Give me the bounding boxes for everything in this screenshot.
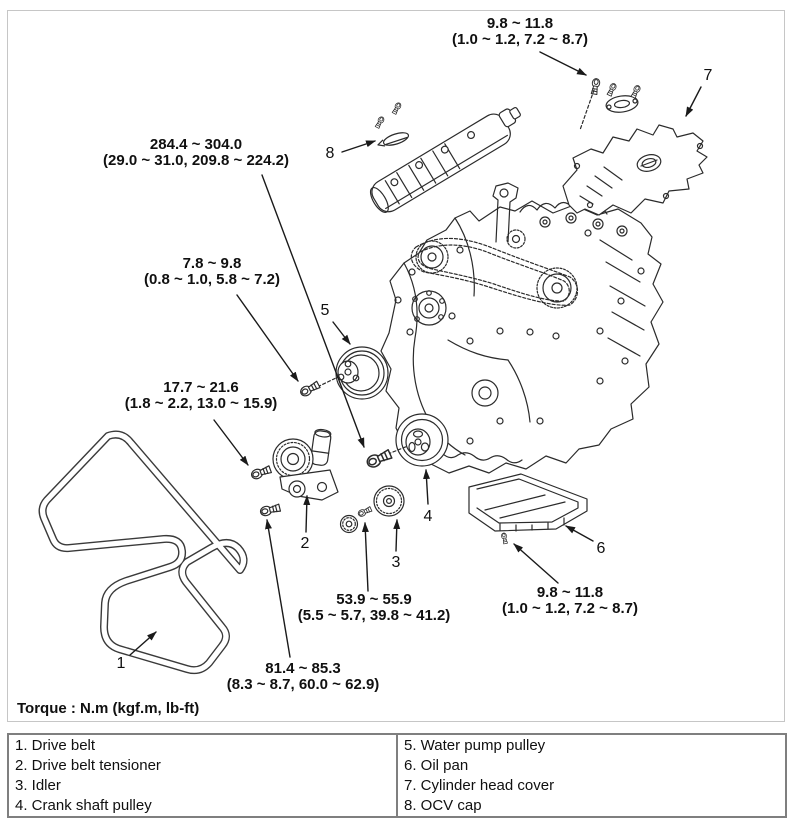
bolt-icon [374,115,386,130]
torque-value: 7.8 ~ 9.8 [182,255,242,272]
torque-value: 53.9 ~ 55.9 [336,591,412,608]
torque-label-head-cover: 9.8 ~ 11.8 (1.0 ~ 1.2, 7.2 ~ 8.7) [452,16,588,48]
cylinder-head-cover-drawing [562,77,708,216]
torque-value: 17.7 ~ 21.6 [163,379,239,396]
torque-label-crank-pulley: 284.4 ~ 304.0 (29.0 ~ 31.0, 209.8 ~ 224.… [103,137,289,169]
bolt-icon [606,82,618,97]
torque-alt-value: (8.3 ~ 8.7, 60.0 ~ 62.9) [226,676,380,693]
torque-alt-value: (1.0 ~ 1.2, 7.2 ~ 8.7) [502,600,638,617]
legend-item: 1. Drive belt [15,737,96,754]
torque-label-tensioner: 17.7 ~ 21.6 (1.8 ~ 2.2, 13.0 ~ 15.9) [125,380,278,412]
engine-block-drawing [380,182,664,474]
callout-crank-pulley: 4 [423,508,433,525]
bolt-icon [356,505,373,518]
legend-column-left: 1. Drive belt 2. Drive belt tensioner 3.… [9,735,396,816]
legend-item: 5. Water pump pulley [404,737,546,754]
torque-alt-value: (5.5 ~ 5.7, 39.8 ~ 41.2) [297,607,451,624]
torque-label-oil-pan: 9.8 ~ 11.8 (1.0 ~ 1.2, 7.2 ~ 8.7) [502,585,638,617]
idler-drawing [339,485,405,534]
legend-column-right: 5. Water pump pulley 6. Oil pan 7. Cylin… [396,735,785,816]
torque-alt-value: (29.0 ~ 31.0, 209.8 ~ 224.2) [103,152,289,169]
callout-ocv-cap: 8 [325,145,335,162]
crank-pulley-drawing [364,413,449,470]
torque-units-note: Torque : N.m (kgf.m, lb-ft) [17,700,200,717]
parts-legend-table: 1. Drive belt 2. Drive belt tensioner 3.… [7,733,787,818]
callout-idler: 3 [391,554,401,571]
torque-value: 9.8 ~ 11.8 [486,15,554,32]
legend-item: 3. Idler [15,777,61,794]
bolt-icon [298,379,322,399]
legend-item: 7. Cylinder head cover [404,777,555,794]
tensioner-drawing [249,428,339,518]
legend-item: 8. OCV cap [404,797,482,814]
legend-item: 4. Crank shaft pulley [15,797,152,814]
torque-value: 9.8 ~ 11.8 [536,584,604,601]
bolt-icon [364,447,394,470]
torque-label-water-pump: 7.8 ~ 9.8 (0.8 ~ 1.0, 5.8 ~ 7.2) [144,256,280,288]
bolt-icon [630,84,642,99]
figure-frame [7,10,785,722]
leader-lines [129,51,702,658]
callout-drive-belt: 1 [116,655,126,672]
torque-label-idler: 53.9 ~ 55.9 (5.5 ~ 5.7, 39.8 ~ 41.2) [298,592,451,624]
callout-water-pump: 5 [320,302,330,319]
bolt-icon [500,532,509,545]
ocv-cap-drawing [369,101,521,213]
torque-alt-value: (1.8 ~ 2.2, 13.0 ~ 15.9) [124,395,278,412]
torque-alt-value: (0.8 ~ 1.0, 5.8 ~ 7.2) [144,271,280,288]
drive-belt-drawing [38,430,248,675]
bolt-icon [589,77,601,96]
bolt-icon [249,464,273,481]
engine-diagram [38,51,708,675]
torque-value: 81.4 ~ 85.3 [265,660,341,677]
oil-pan-drawing [468,473,588,545]
torque-alt-value: (1.0 ~ 1.2, 7.2 ~ 8.7) [452,31,588,48]
bolt-icon [258,502,282,518]
legend-item: 2. Drive belt tensioner [15,757,161,774]
torque-value: 284.4 ~ 304.0 [149,136,243,153]
torque-label-tensioner-pivot: 81.4 ~ 85.3 (8.3 ~ 8.7, 60.0 ~ 62.9) [227,661,380,693]
legend-item: 6. Oil pan [404,757,469,774]
callout-tensioner: 2 [300,535,310,552]
callout-head-cover: 7 [703,67,713,84]
bolt-icon [391,101,403,116]
callout-oil-pan: 6 [596,540,606,557]
